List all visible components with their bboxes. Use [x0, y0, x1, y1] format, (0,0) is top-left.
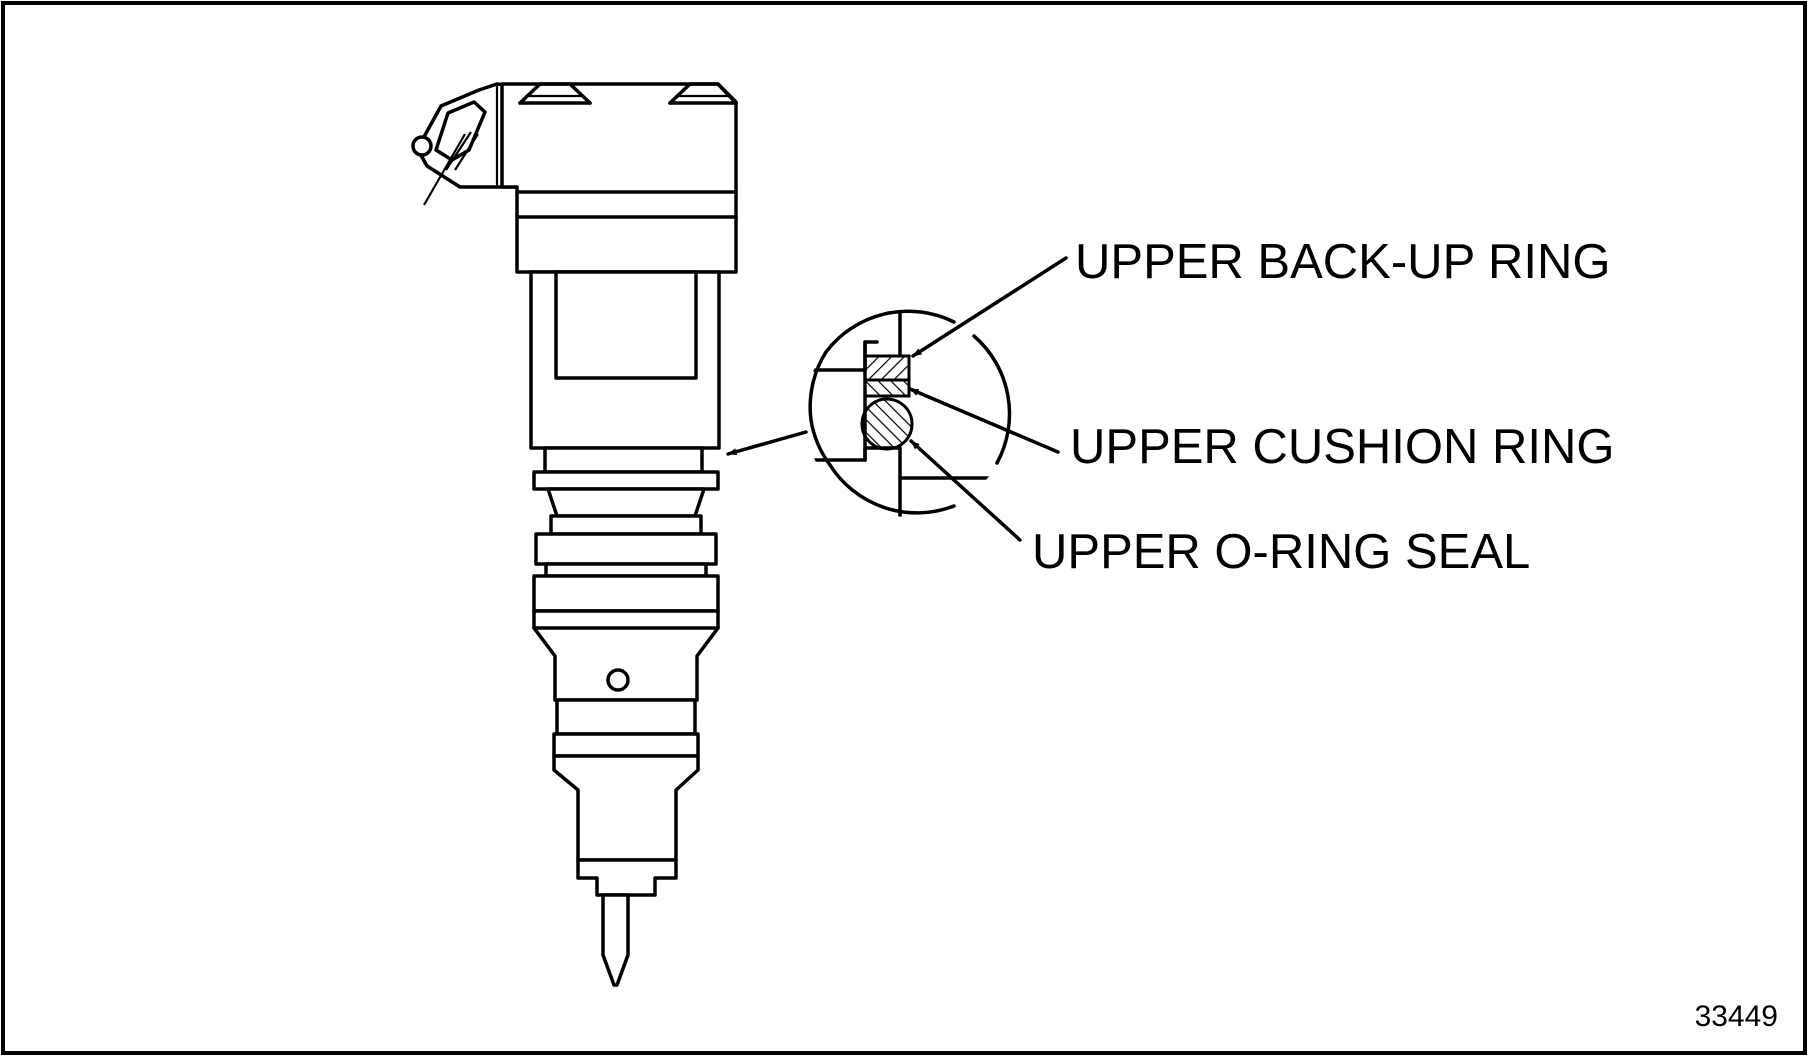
leader-cushion-ring — [908, 387, 1060, 454]
seal-detail-view — [726, 309, 1012, 517]
upper-oring-seal — [860, 397, 914, 451]
upper-backup-ring — [863, 354, 911, 382]
label-upper-oring-seal: UPPER O-RING SEAL — [1032, 525, 1530, 579]
injector-lower-body — [532, 446, 720, 987]
label-upper-backup-ring: UPPER BACK-UP RING — [1075, 235, 1610, 289]
label-upper-cushion-ring: UPPER CUSHION RING — [1070, 420, 1615, 474]
leader-oring-seal — [909, 439, 1022, 542]
injector-upper-body — [529, 270, 721, 450]
solenoid-housing — [500, 82, 738, 274]
upper-cushion-ring — [863, 378, 911, 398]
leader-backup-ring — [911, 256, 1068, 358]
fuel-port — [606, 668, 630, 692]
figure-number: 33449 — [1695, 1000, 1778, 1033]
detail-pointer-arrow — [726, 430, 808, 456]
fuel-injector — [411, 82, 738, 987]
